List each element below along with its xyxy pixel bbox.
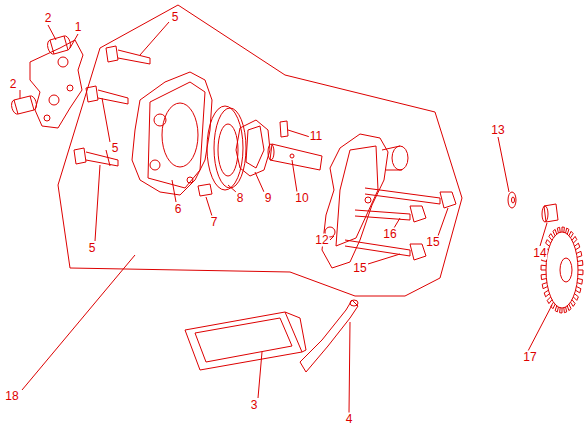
- dowel-pin: [198, 184, 212, 196]
- gear-hub: [560, 258, 572, 282]
- pump-cover-face: [336, 146, 378, 246]
- callout-number: 16: [382, 228, 397, 241]
- shaft-pin: [280, 121, 288, 137]
- rotor-bore: [162, 103, 198, 167]
- gear-teeth: [541, 227, 583, 313]
- callout-number: 2: [9, 78, 18, 91]
- callout-number: 9: [264, 192, 273, 205]
- boss: [392, 146, 408, 170]
- callout-number: 7: [210, 216, 219, 229]
- washer-hole: [512, 197, 515, 203]
- callout-number: 2: [44, 12, 53, 25]
- callout-number: 5: [88, 242, 97, 255]
- inner-rotor-face: [246, 126, 264, 168]
- strainer-mesh: [195, 318, 292, 362]
- outer-rotor-back: [214, 108, 246, 188]
- inner-rotor: [236, 120, 270, 176]
- collar-end: [542, 206, 548, 222]
- boss-edge: [382, 146, 402, 170]
- callout-number: 18: [4, 390, 19, 403]
- long-bolt: [355, 206, 426, 222]
- callout-number: 15: [425, 236, 440, 249]
- gear-body: [546, 232, 578, 308]
- strainer-edge: [285, 312, 306, 352]
- pin-hole: [290, 154, 294, 158]
- hole: [67, 85, 73, 91]
- callout-number: 10: [294, 192, 309, 205]
- shaft-end: [268, 144, 274, 160]
- rotor-bore: [218, 124, 238, 176]
- bushing: [12, 96, 37, 114]
- shaft: [270, 144, 322, 170]
- hole: [365, 197, 371, 203]
- outer-rotor: [207, 106, 243, 190]
- callout-number: 3: [250, 399, 259, 412]
- bushing: [48, 36, 71, 54]
- strainer: [185, 312, 302, 370]
- callout-number: 11: [309, 130, 323, 143]
- callout-number: 5: [111, 142, 120, 155]
- long-bolt: [345, 240, 426, 260]
- callout-number: 4: [345, 413, 354, 426]
- washer: [508, 192, 516, 208]
- long-bolt: [365, 188, 456, 208]
- pump-body-face: [148, 82, 205, 188]
- callout-number: 13: [490, 124, 505, 137]
- hole: [150, 160, 160, 170]
- callout-number: 8: [236, 192, 245, 205]
- bolt: [86, 86, 128, 104]
- callout-number: 14: [532, 247, 547, 260]
- pump-body: [132, 72, 212, 195]
- leader-lines: [20, 22, 552, 413]
- callout-number: 5: [171, 11, 180, 24]
- hole: [49, 95, 59, 105]
- hole: [58, 57, 68, 67]
- callout-number: 17: [522, 351, 537, 364]
- pipe-end: [350, 300, 358, 306]
- callout-number: 6: [174, 203, 183, 216]
- callout-number: 15: [352, 262, 367, 275]
- hole: [154, 114, 166, 126]
- assembly-outline: [58, 5, 462, 296]
- gear-tooth: [541, 227, 583, 313]
- callout-number: 1: [74, 21, 83, 34]
- hole: [187, 177, 193, 183]
- hole: [44, 115, 50, 121]
- callout-number: 12: [314, 234, 329, 247]
- bolt: [106, 46, 150, 64]
